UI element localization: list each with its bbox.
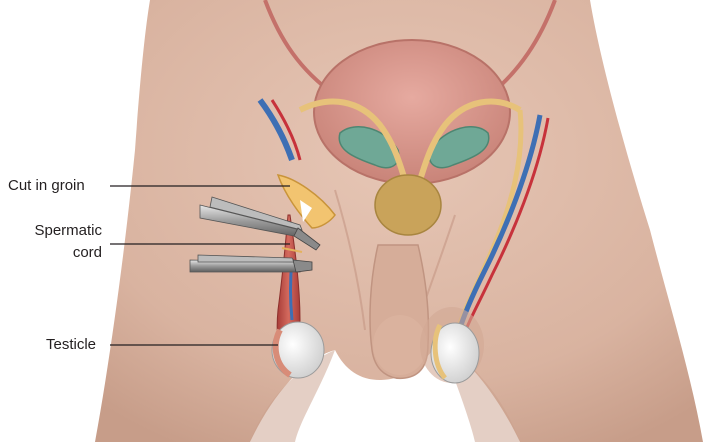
label-spermatic: Spermatic [30, 222, 102, 240]
label-testicle: Testicle [46, 336, 96, 354]
glans [373, 315, 427, 375]
label-cord: cord [30, 244, 102, 262]
label-cut-in-groin: Cut in groin [8, 177, 85, 195]
prostate [375, 175, 441, 235]
bladder [314, 40, 510, 184]
